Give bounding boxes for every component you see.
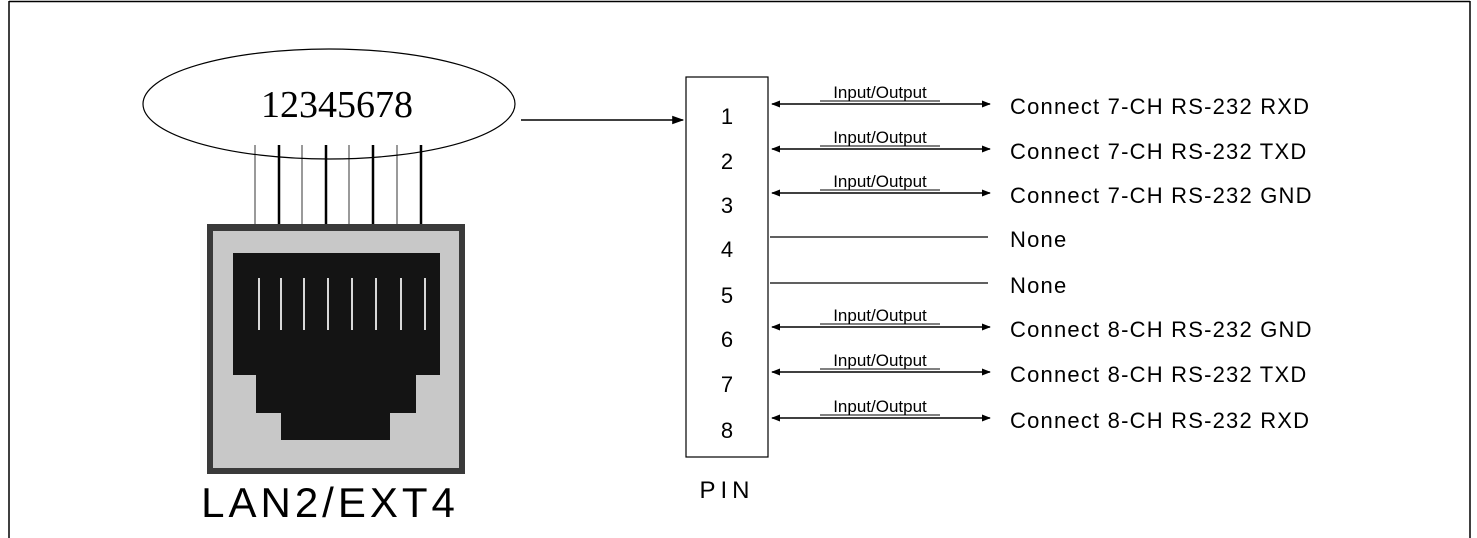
pin-number: 4 (721, 237, 733, 262)
pin-description: Connect 8-CH RS-232 GND (1010, 317, 1313, 342)
rj45-connector: 12345678 LAN2/EXT4 (142, 48, 516, 526)
pin-description: Connect 8-CH RS-232 RXD (1010, 408, 1310, 433)
io-arrow-label: Input/Output (833, 397, 927, 416)
pin-number: 7 (721, 372, 733, 397)
io-arrow-label: Input/Output (833, 172, 927, 191)
jack-contacts (258, 278, 426, 330)
pin-description: Connect 7-CH RS-232 RXD (1010, 94, 1310, 119)
pin-number: 5 (721, 283, 733, 308)
pin-number: 8 (721, 418, 733, 443)
io-arrow-label: Input/Output (833, 128, 927, 147)
pin-description: None (1010, 273, 1067, 298)
io-arrow-label: Input/Output (833, 351, 927, 370)
pin-row: 5 None (721, 273, 1067, 308)
pin-block-label: PIN (699, 477, 754, 504)
pin-block (685, 76, 769, 458)
jack-opening (233, 253, 440, 440)
pin-numbers-text: 12345678 (261, 84, 413, 126)
pin-number: 3 (721, 193, 733, 218)
pin-number: 6 (721, 327, 733, 352)
pin-description: Connect 7-CH RS-232 GND (1010, 183, 1313, 208)
pin-row: 4 None (721, 227, 1067, 262)
io-arrow-label: Input/Output (833, 306, 927, 325)
pin-number: 2 (721, 149, 733, 174)
pin-number: 1 (721, 104, 733, 129)
connector-label: LAN2/EXT4 (201, 479, 459, 526)
pin-description: None (1010, 227, 1067, 252)
pin-number-ellipse (142, 48, 516, 160)
pin-description: Connect 8-CH RS-232 TXD (1010, 362, 1307, 387)
pin-description: Connect 7-CH RS-232 TXD (1010, 139, 1307, 164)
io-arrow-label: Input/Output (833, 83, 927, 102)
